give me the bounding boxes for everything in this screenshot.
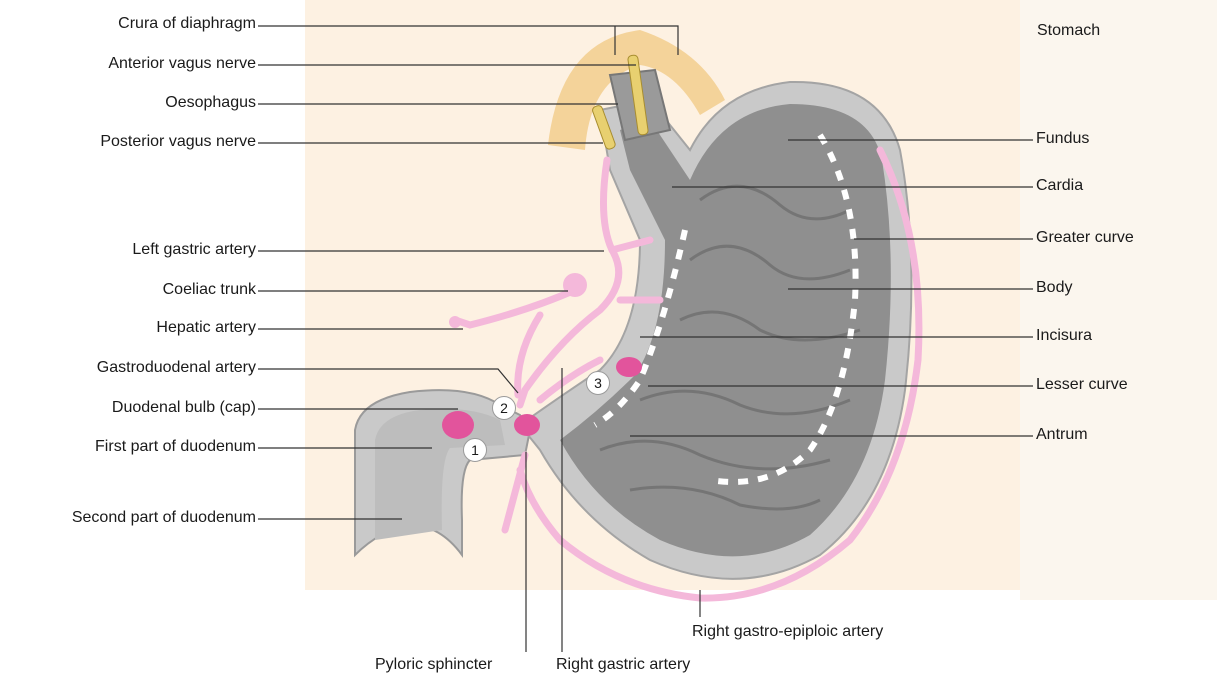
label-anterior-vagus-nerve: Anterior vagus nerve [0, 55, 256, 73]
marker-3: 3 [586, 371, 610, 395]
label-fundus: Fundus [1036, 130, 1089, 148]
duodenal-bulb-spot [442, 411, 474, 439]
label-oesophagus: Oesophagus [0, 94, 256, 112]
label-second-part-of-duodenum: Second part of duodenum [0, 509, 256, 527]
label-coeliac-trunk: Coeliac trunk [0, 281, 256, 299]
label-hepatic-artery: Hepatic artery [0, 319, 256, 337]
label-antrum: Antrum [1036, 426, 1088, 444]
label-first-part-of-duodenum: First part of duodenum [0, 438, 256, 456]
label-body: Body [1036, 279, 1072, 297]
label-gastroduodenal-artery: Gastroduodenal artery [0, 359, 256, 377]
label-lesser-curve: Lesser curve [1036, 376, 1128, 394]
incisura-spot [616, 357, 642, 377]
hepatic-artery-end [449, 316, 461, 328]
label-greater-curve: Greater curve [1036, 229, 1134, 247]
side-panel [1020, 0, 1217, 600]
label-posterior-vagus-nerve: Posterior vagus nerve [0, 133, 256, 151]
label-pyloric-sphincter: Pyloric sphincter [375, 656, 492, 674]
coeliac-trunk-node [563, 273, 587, 297]
label-crura-of-diaphragm: Crura of diaphragm [0, 15, 256, 33]
label-duodenal-bulb: Duodenal bulb (cap) [0, 399, 256, 417]
label-cardia: Cardia [1036, 177, 1083, 195]
pyloric-sphincter-spot [514, 414, 540, 436]
label-incisura: Incisura [1036, 327, 1092, 345]
marker-2: 2 [492, 396, 516, 420]
marker-1: 1 [463, 438, 487, 462]
label-right-gastro-epiploic-artery: Right gastro-epiploic artery [692, 623, 883, 641]
label-left-gastric-artery: Left gastric artery [0, 241, 256, 259]
section-title: Stomach [1037, 22, 1100, 40]
label-right-gastric-artery: Right gastric artery [556, 656, 690, 674]
